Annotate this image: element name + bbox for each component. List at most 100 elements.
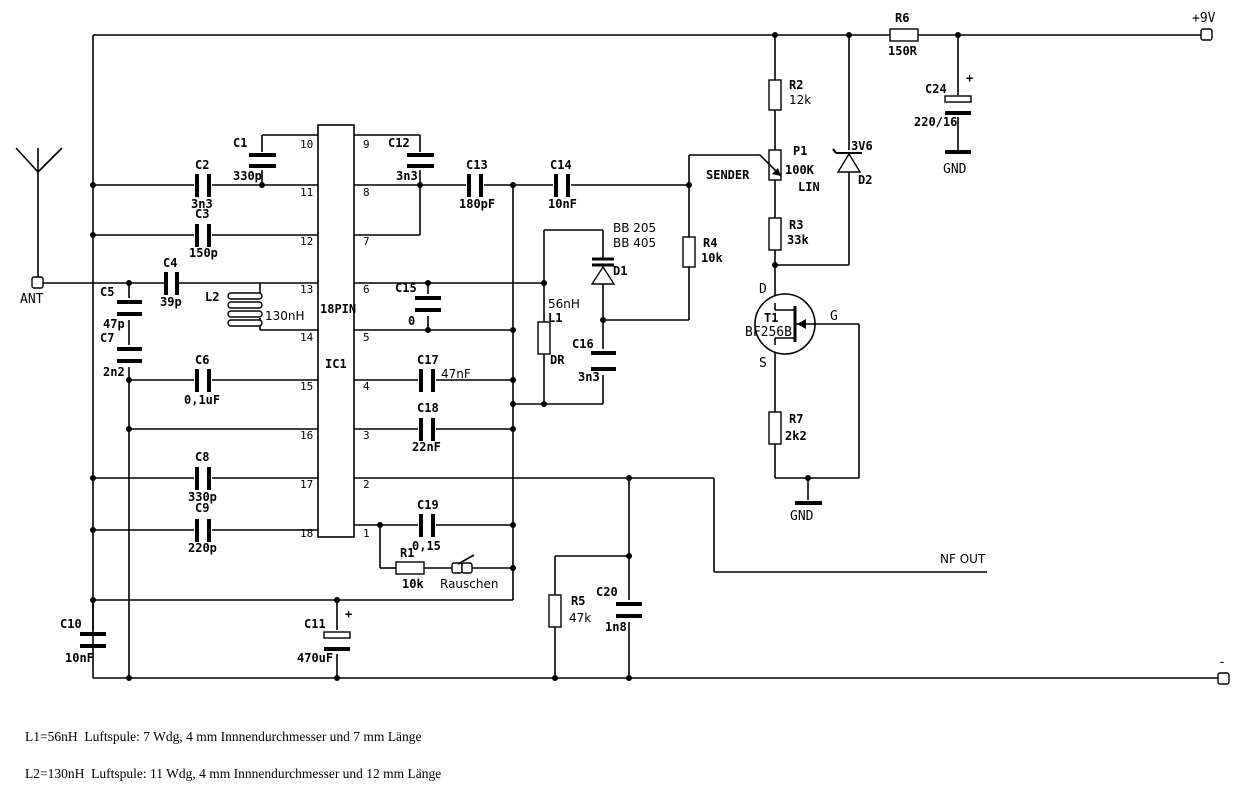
sender-label: SENDER <box>706 168 750 182</box>
ic1-body <box>317 124 355 538</box>
c4-capacitor <box>164 272 179 295</box>
c11-plus: + <box>345 607 352 621</box>
ic1-ref-label: IC1 <box>325 357 347 371</box>
svg-text:7: 7 <box>363 235 370 248</box>
c3-capacitor <box>195 224 211 247</box>
c11-ref: C11 <box>304 617 326 631</box>
c9-value: 220p <box>188 541 217 555</box>
r6-value: 150R <box>888 44 918 58</box>
svg-text:17: 17 <box>300 478 313 491</box>
supply-plus-terminal <box>1200 28 1213 41</box>
c24-plus: + <box>966 71 973 85</box>
r1-ref: R1 <box>400 546 414 560</box>
r1-resistor <box>395 561 425 575</box>
l1-value: 56nH <box>548 297 580 311</box>
c11-value: 470uF <box>297 651 333 665</box>
l2-inductor <box>227 292 263 327</box>
t1-value: BF256B <box>745 325 792 340</box>
note-l1: L1=56nH Luftspule: 7 Wdg, 4 mm Innnendur… <box>25 729 422 744</box>
c18-value: 22nF <box>412 440 441 454</box>
c7-value: 2n2 <box>103 365 125 379</box>
svg-text:18: 18 <box>300 527 313 540</box>
c17-capacitor <box>419 369 435 392</box>
c20-value: 1n8 <box>605 620 627 634</box>
r4-value: 10k <box>701 251 723 265</box>
l2-ref: L2 <box>205 290 219 304</box>
c6-value: 0,1uF <box>184 393 220 407</box>
svg-text:2: 2 <box>363 478 370 491</box>
svg-text:16: 16 <box>300 429 313 442</box>
p1-value: 100K <box>785 163 815 177</box>
c18-capacitor <box>419 418 435 441</box>
r3-resistor <box>768 217 782 251</box>
svg-text:12: 12 <box>300 235 313 248</box>
c12-value: 3n3 <box>396 169 418 183</box>
svg-text:5: 5 <box>363 331 370 344</box>
c9-capacitor <box>195 519 211 542</box>
c15-value: 0 <box>408 314 415 328</box>
c10-ref: C10 <box>60 617 82 631</box>
junction-dots <box>90 32 961 681</box>
l1-extra: DR <box>550 353 565 367</box>
svg-text:13: 13 <box>300 283 313 296</box>
gnd-label-c24: GND <box>943 162 967 177</box>
c18-ref: C18 <box>417 401 439 415</box>
c20-capacitor <box>616 602 642 618</box>
nf-out-label: NF OUT <box>940 552 986 566</box>
c13-value: 180pF <box>459 197 495 211</box>
supply-minus-label: - <box>1218 655 1226 670</box>
svg-text:3: 3 <box>363 429 370 442</box>
d2-value: 3V6 <box>851 139 873 153</box>
c5-capacitor <box>117 300 142 316</box>
t1-drain-label: D <box>759 282 767 297</box>
c19-ref: C19 <box>417 498 439 512</box>
antenna-label: ANT <box>20 292 44 307</box>
svg-text:15: 15 <box>300 380 313 393</box>
c7-capacitor <box>117 347 142 363</box>
d1-ref: D1 <box>613 264 627 278</box>
svg-text:10: 10 <box>300 138 313 151</box>
p1-potentiometer <box>759 149 782 181</box>
d2-ref: D2 <box>858 173 872 187</box>
r1-value: 10k <box>402 577 424 591</box>
ic1-left-pins: 10 11 12 13 14 15 16 17 18 <box>300 138 314 540</box>
c8-value: 330p <box>188 490 217 504</box>
d1-value-a: BB 205 <box>613 221 656 235</box>
svg-text:14: 14 <box>300 331 314 344</box>
p1-ref: P1 <box>793 144 807 158</box>
r2-value: 12k <box>789 93 811 107</box>
d1-value-b: BB 405 <box>613 236 656 250</box>
c12-ref: C12 <box>388 136 410 150</box>
c13-capacitor <box>467 174 483 197</box>
c14-capacitor <box>554 174 570 197</box>
c2-ref: C2 <box>195 158 209 172</box>
c4-ref: C4 <box>163 256 177 270</box>
gnd-label-t1: GND <box>790 509 814 524</box>
c2-capacitor <box>195 174 211 197</box>
r2-resistor <box>768 79 782 111</box>
d2-zener-diode <box>832 148 862 173</box>
c5-value: 47p <box>103 317 125 331</box>
c5-ref: C5 <box>100 285 114 299</box>
c11-capacitor <box>323 631 351 651</box>
svg-text:8: 8 <box>363 186 370 199</box>
d1-varicap-diode <box>590 257 616 285</box>
c3-ref: C3 <box>195 207 209 221</box>
t1-source-label: S <box>759 356 767 371</box>
c14-ref: C14 <box>550 158 572 172</box>
r3-ref: R3 <box>789 218 803 232</box>
c12-capacitor <box>407 153 434 168</box>
c16-ref: C16 <box>572 337 594 351</box>
c6-ref: C6 <box>195 353 209 367</box>
c14-value: 10nF <box>548 197 577 211</box>
c6-capacitor <box>195 369 211 392</box>
c10-value: 10nF <box>65 651 94 665</box>
c1-ref: C1 <box>233 136 247 150</box>
c8-capacitor <box>195 467 211 490</box>
t1-ref: T1 <box>764 311 778 325</box>
ic1-right-pins: 9 8 7 6 5 4 3 2 1 <box>363 138 370 540</box>
c3-value: 150p <box>189 246 218 260</box>
r2-ref: R2 <box>789 78 803 92</box>
t1-fet-transistor <box>754 293 816 355</box>
